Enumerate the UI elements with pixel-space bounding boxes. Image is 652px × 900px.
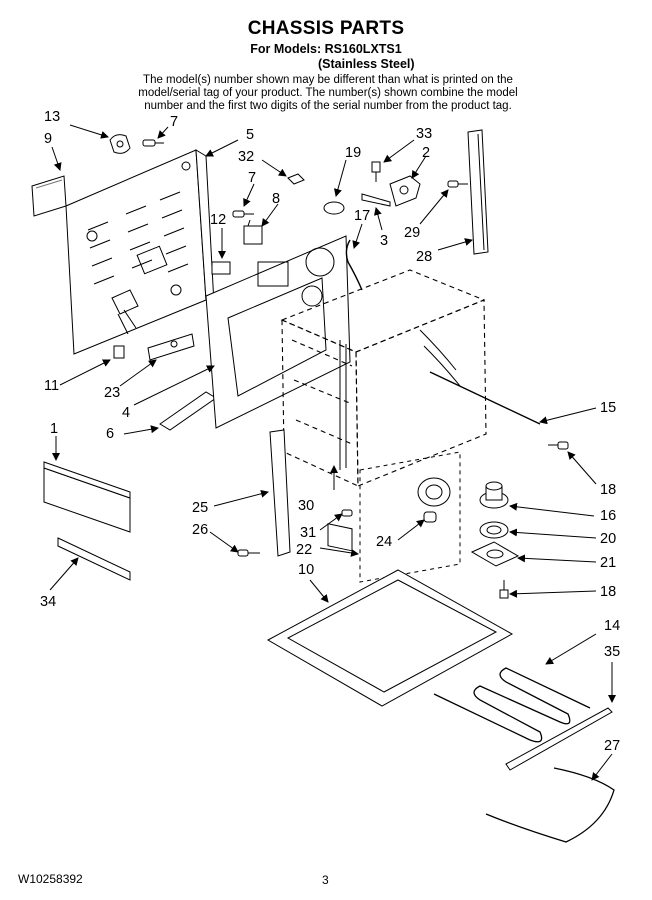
part-bracket-30 bbox=[327, 523, 353, 552]
part-screw-26 bbox=[237, 549, 260, 557]
callout-18: 18 bbox=[600, 584, 616, 600]
callout-6: 6 bbox=[106, 426, 114, 442]
callout-11: 11 bbox=[44, 378, 59, 394]
model-variant: (Stainless Steel) bbox=[318, 57, 415, 71]
callout-4: 4 bbox=[122, 405, 130, 421]
part-rear-panel-5 bbox=[65, 149, 215, 355]
part-screw-7b bbox=[232, 210, 254, 218]
callout-10: 10 bbox=[298, 562, 314, 578]
part-strip-35 bbox=[505, 707, 613, 771]
model-number-note: The model(s) number shown may be differe… bbox=[128, 74, 528, 113]
callout-32: 32 bbox=[238, 149, 254, 165]
callout-14: 14 bbox=[604, 618, 620, 634]
part-bracket-23 bbox=[147, 333, 195, 361]
part-rail-28 bbox=[467, 129, 489, 255]
part-plate-9 bbox=[31, 175, 67, 217]
part-screw-18a bbox=[548, 441, 569, 450]
callout-2: 2 bbox=[422, 145, 430, 161]
callout-12: 12 bbox=[210, 212, 226, 228]
part-front-frame-4 bbox=[205, 235, 351, 429]
part-plate-21 bbox=[470, 541, 520, 567]
part-cavity-heatshield bbox=[339, 329, 461, 470]
part-thermostat-2 bbox=[389, 175, 421, 207]
part-light-24 bbox=[417, 477, 451, 523]
callout-33: 33 bbox=[416, 126, 432, 142]
part-clip-32 bbox=[287, 173, 305, 185]
part-screw-33 bbox=[371, 161, 381, 182]
callout-7: 7 bbox=[170, 114, 178, 130]
callout-7: 7 bbox=[248, 170, 256, 186]
note-line: The model(s) number shown may be differe… bbox=[143, 74, 513, 86]
callout-9: 9 bbox=[44, 131, 52, 147]
callout-30: 30 bbox=[298, 498, 314, 514]
callout-21: 21 bbox=[600, 555, 616, 571]
callout-27: 27 bbox=[604, 738, 620, 754]
part-rod-15 bbox=[429, 371, 541, 425]
part-bracket-13 bbox=[109, 134, 131, 154]
part-bracket-12 bbox=[211, 261, 231, 275]
part-tube-17 bbox=[345, 239, 363, 291]
page-number: 3 bbox=[322, 873, 329, 887]
callout-22: 22 bbox=[296, 542, 312, 558]
part-light-housing-22 bbox=[359, 451, 461, 583]
callout-13: 13 bbox=[44, 109, 60, 125]
callout-25: 25 bbox=[192, 500, 208, 516]
callout-19: 19 bbox=[345, 145, 361, 161]
callout-1: 1 bbox=[50, 421, 58, 437]
callout-35: 35 bbox=[604, 644, 620, 660]
callout-8: 8 bbox=[272, 191, 280, 207]
part-clip-3 bbox=[361, 193, 391, 207]
page-title: CHASSIS PARTS bbox=[247, 18, 405, 39]
callout-18: 18 bbox=[600, 482, 616, 498]
part-switch-8 bbox=[243, 219, 263, 245]
callout-28: 28 bbox=[416, 249, 432, 265]
part-bottom-pan-10 bbox=[266, 569, 514, 707]
callout-26: 26 bbox=[192, 522, 208, 538]
part-screw-7a bbox=[142, 139, 164, 147]
part-gasket-20 bbox=[479, 521, 509, 539]
part-fan-16 bbox=[479, 481, 509, 509]
part-screw-18b bbox=[499, 580, 509, 599]
part-screw-29 bbox=[447, 180, 468, 188]
part-bake-element-14 bbox=[433, 667, 591, 743]
callout-31: 31 bbox=[300, 525, 316, 541]
models-line: For Models: RS160LXTS1 bbox=[250, 42, 402, 56]
note-line: number and the first two digits of the s… bbox=[144, 100, 512, 112]
callout-5: 5 bbox=[246, 127, 254, 143]
part-broil-element-27 bbox=[485, 767, 615, 843]
callout-23: 23 bbox=[104, 385, 120, 401]
part-strip-34 bbox=[57, 537, 131, 581]
part-oven-cavity bbox=[280, 269, 487, 487]
callout-34: 34 bbox=[40, 594, 56, 610]
callout-24: 24 bbox=[376, 534, 392, 550]
callout-29: 29 bbox=[404, 225, 420, 241]
part-screw-31 bbox=[341, 509, 353, 517]
part-trim-25 bbox=[269, 429, 291, 557]
part-fan-motor-11 bbox=[111, 289, 139, 359]
leader-lines bbox=[49, 124, 616, 781]
part-bracket-6 bbox=[159, 391, 217, 431]
callout-17: 17 bbox=[354, 208, 370, 224]
callout-16: 16 bbox=[600, 508, 616, 524]
part-panel-1 bbox=[43, 461, 131, 533]
part-gasket-19 bbox=[323, 201, 345, 215]
callout-numbers: 13 9 7 5 32 19 33 2 7 8 12 17 3 29 28 11… bbox=[40, 109, 620, 754]
document-number: W10258392 bbox=[18, 872, 83, 886]
note-line: model/serial tag of your product. The nu… bbox=[138, 87, 518, 99]
callout-15: 15 bbox=[600, 400, 616, 416]
callout-20: 20 bbox=[600, 531, 616, 547]
callout-3: 3 bbox=[380, 233, 388, 249]
